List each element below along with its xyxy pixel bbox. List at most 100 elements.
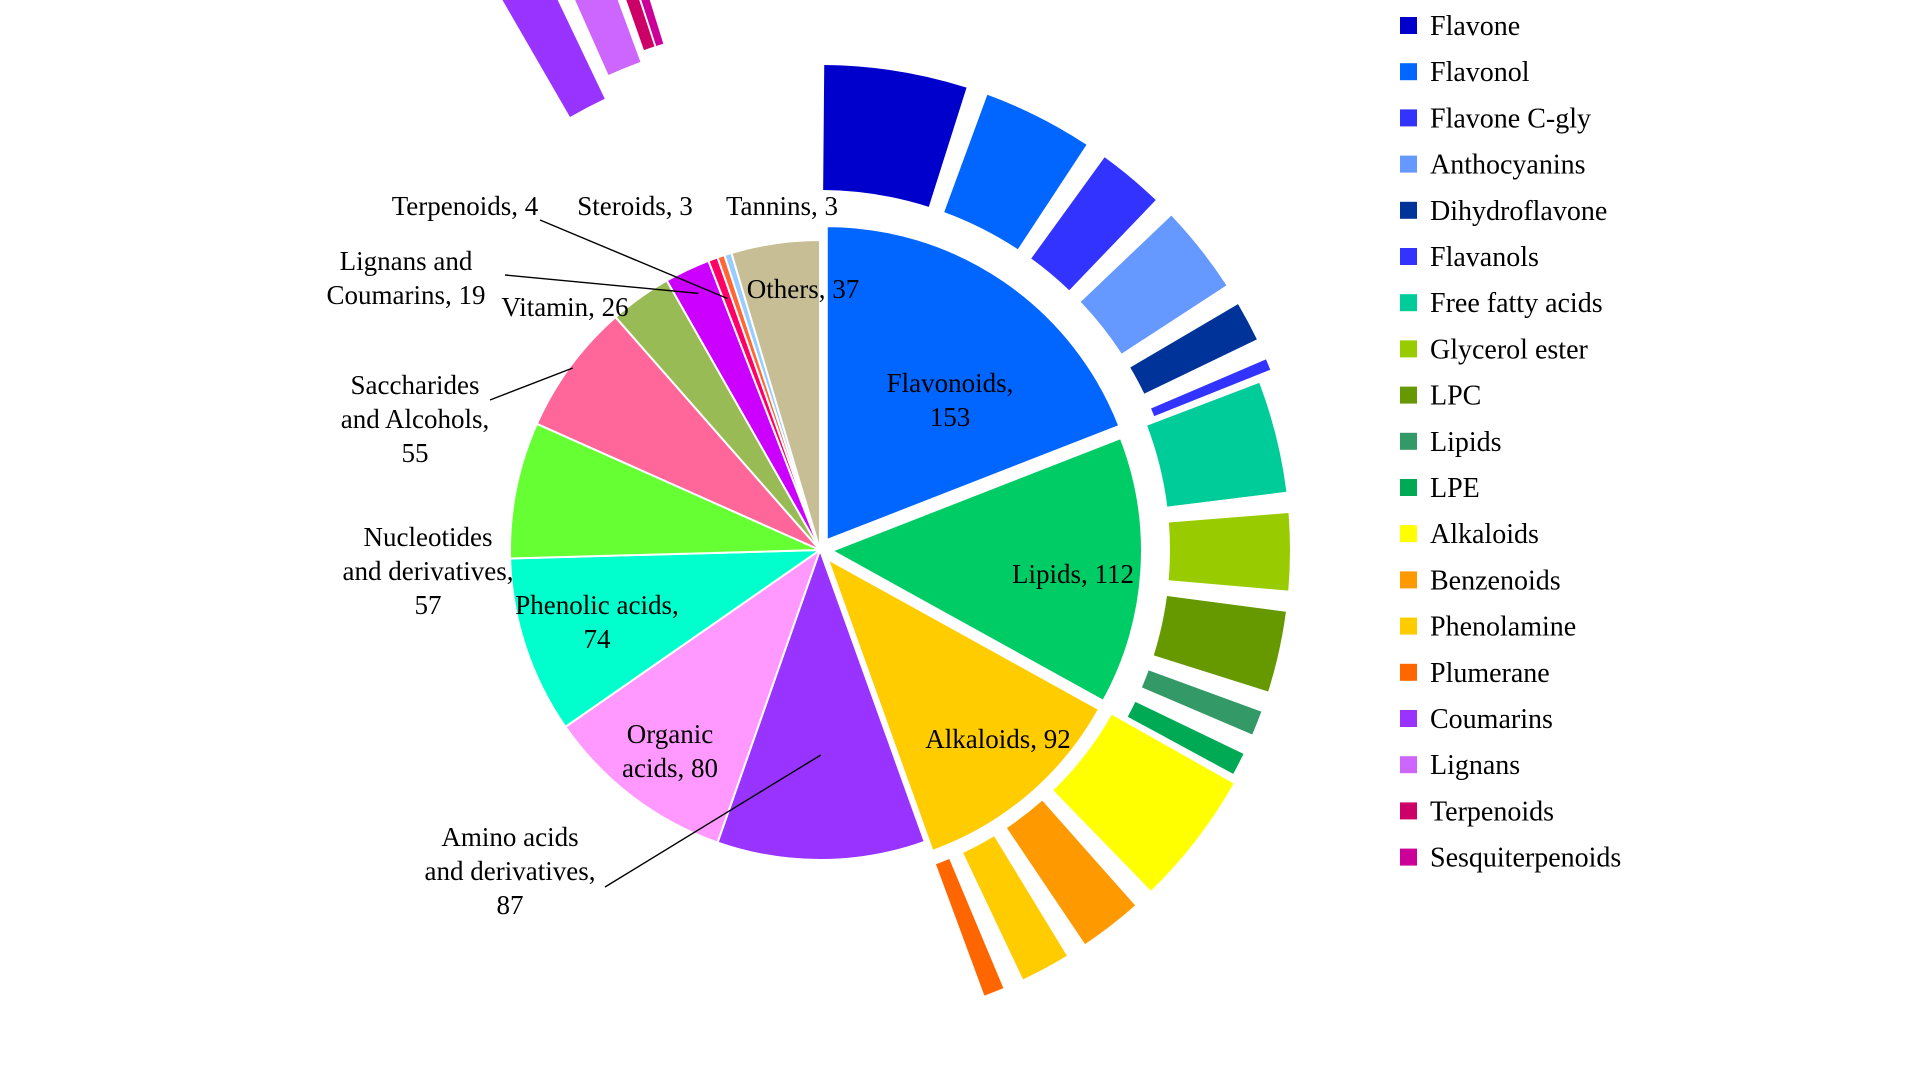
ring-segment-top-coumarins xyxy=(502,0,605,117)
ring-segment-lpe xyxy=(1127,701,1244,774)
slice-label-line: and derivatives, xyxy=(425,856,596,886)
ring-segment-top-sesquiterpenoids xyxy=(641,0,664,46)
legend-swatch-alkaloids xyxy=(1400,525,1417,543)
slice-label-line: acids, 80 xyxy=(622,753,718,783)
legend-label-glycerol-ester: Glycerol ester xyxy=(1430,334,1588,365)
legend-swatch-lignans xyxy=(1400,756,1417,774)
slice-label-line: Tannins, 3 xyxy=(726,191,838,221)
slice-label-line: Terpenoids, 4 xyxy=(392,191,539,221)
ring-segment-dihydroflavone xyxy=(1130,304,1257,394)
slice-label-line: 57 xyxy=(415,590,442,620)
ring-segment-top-lignans xyxy=(575,0,641,75)
slice-label-line: and derivatives, xyxy=(343,556,514,586)
legend-swatch-flavone xyxy=(1400,17,1417,34)
legend-label-alkaloids: Alkaloids xyxy=(1430,519,1539,550)
legend-label-flavanols: Flavanols xyxy=(1430,242,1539,273)
legend-swatch-lpe xyxy=(1400,479,1417,496)
slice-label-line: Saccharides xyxy=(351,370,480,400)
slice-label-steroids: Steroids, 3 xyxy=(577,191,693,221)
ring-segment-flavanols xyxy=(1151,359,1271,417)
legend-label-lpc: LPC xyxy=(1430,381,1481,412)
slice-label-nucleotides-and-derivatives: Nucleotides and derivatives, 57 xyxy=(343,522,514,620)
slice-label-line: Lignans and xyxy=(340,246,473,276)
slice-label-line: 74 xyxy=(584,624,612,654)
slice-label-line: Lipids, 112 xyxy=(1012,559,1134,589)
pie-slice-phenolic-acids xyxy=(509,548,824,729)
legend-swatch-flavone-c-gly xyxy=(1400,109,1417,127)
slice-label-line: Flavonoids, xyxy=(887,368,1014,398)
pie-slice-flavonoids xyxy=(825,225,1121,542)
slice-label-tannins: Tannins, 3 xyxy=(726,191,838,221)
slice-label-terpenoids: Terpenoids, 4 xyxy=(392,191,539,221)
slice-label-line: Steroids, 3 xyxy=(577,191,693,221)
legend-label-terpenoids: Terpenoids xyxy=(1430,796,1554,827)
slice-label-others: Others, 37 xyxy=(747,274,859,304)
slice-label-line: Others, 37 xyxy=(747,274,859,304)
ring-segment-glycerol-ester xyxy=(1168,512,1290,591)
ring-segment-lipids xyxy=(1141,670,1262,735)
legend-swatch-coumarins xyxy=(1400,710,1417,727)
slice-label-lipids: Lipids, 112 xyxy=(1012,559,1134,589)
ring-segment-top-terpenoids xyxy=(626,0,655,51)
legend-swatch-phenolamine xyxy=(1400,617,1417,635)
legend-label-coumarins: Coumarins xyxy=(1430,704,1553,735)
pie-slice-amino-acids-and-derivatives xyxy=(716,547,927,861)
legend-swatch-benzenoids xyxy=(1400,571,1417,589)
legend-label-phenolamine: Phenolamine xyxy=(1430,612,1576,643)
legend-swatch-flavanols xyxy=(1400,248,1417,265)
slice-label-line: Phenolic acids, xyxy=(515,590,678,620)
outer-ring-segments xyxy=(502,0,1290,996)
slice-label-line: Vitamin, 26 xyxy=(501,292,628,322)
legend-swatch-free-fatty-acids xyxy=(1400,294,1417,312)
ring-segment-plumerane xyxy=(935,859,1004,996)
legend-label-sesquiterpenoids: Sesquiterpenoids xyxy=(1430,843,1621,874)
leader-lines xyxy=(489,219,822,888)
slice-label-organic-acids: Organic acids, 80 xyxy=(622,719,718,783)
ring-segment-flavone xyxy=(823,65,967,207)
slice-label-alkaloids: Alkaloids, 92 xyxy=(925,724,1071,754)
leader-line-terpenoids xyxy=(539,219,728,300)
slice-label-line: Alkaloids, 92 xyxy=(925,724,1071,754)
legend-swatch-lipids xyxy=(1400,432,1417,450)
pie-slice-alkaloids xyxy=(825,556,1101,853)
pie-slice-others xyxy=(730,238,821,551)
slice-label-vitamin: Vitamin, 26 xyxy=(501,292,628,322)
slice-label-line: Amino acids xyxy=(441,822,578,852)
legend-label-free-fatty-acids: Free fatty acids xyxy=(1430,288,1603,319)
slice-label-line: Organic xyxy=(627,719,713,749)
legend-swatch-glycerol-ester xyxy=(1400,340,1417,358)
ring-segment-flavone-c-gly xyxy=(1031,157,1156,291)
legend-label-plumerane: Plumerane xyxy=(1430,658,1550,689)
leader-line-lignans-and-coumarins xyxy=(504,274,699,295)
legend-label-dihydroflavone: Dihydroflavone xyxy=(1430,196,1607,227)
legend-swatch-plumerane xyxy=(1400,663,1417,681)
legend-label-flavone: Flavone xyxy=(1430,11,1520,42)
pie-slice-saccharides-and-alcohols xyxy=(535,315,821,551)
legend-swatch-anthocyanins xyxy=(1400,155,1417,173)
slice-label-line: Nucleotides xyxy=(364,522,493,552)
legend-swatch-sesquiterpenoids xyxy=(1400,848,1417,866)
leader-line-saccharides-and-alcohols xyxy=(489,367,574,401)
slice-label-flavonoids: Flavonoids, 153 xyxy=(887,368,1014,432)
ring-segment-phenolamine xyxy=(963,836,1067,980)
pie-slice-organic-acids xyxy=(564,547,822,844)
legend-label-flavone-c-gly: Flavone C-gly xyxy=(1430,103,1591,134)
ring-segment-flavonol xyxy=(944,94,1087,250)
slice-label-line: 55 xyxy=(402,438,429,468)
slice-label-phenolic-acids: Phenolic acids, 74 xyxy=(515,590,678,654)
legend-label-lignans: Lignans xyxy=(1430,750,1520,781)
legend-label-lipids: Lipids xyxy=(1430,427,1502,458)
slice-label-line: 153 xyxy=(930,402,971,432)
legend-label-lpe: LPE xyxy=(1430,473,1480,504)
pie-slice-lipids xyxy=(829,436,1143,703)
pie-slices xyxy=(509,225,1143,861)
leader-line-amino-acids-and-derivatives xyxy=(604,754,822,888)
legend-label-anthocyanins: Anthocyanins xyxy=(1430,150,1586,181)
legend-swatch-flavonol xyxy=(1400,63,1417,81)
